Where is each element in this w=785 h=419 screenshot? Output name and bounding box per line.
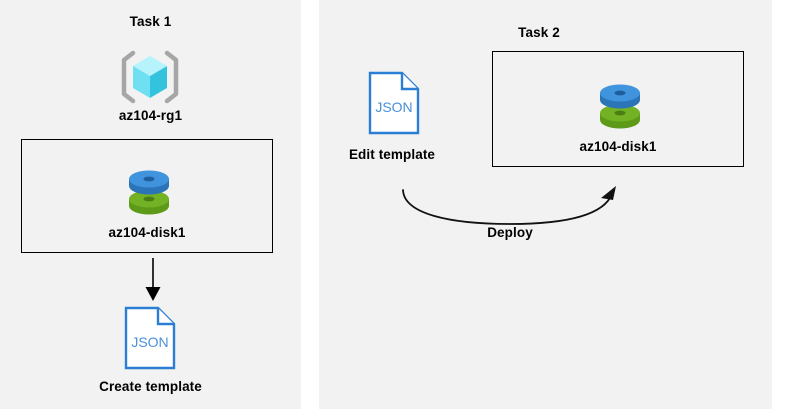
down-arrow-icon [133,256,173,304]
task1-disk-label: az104-disk1 [108,225,186,240]
task2-resource-container [492,51,744,167]
managed-disk-icon [596,82,644,134]
managed-disk-icon [125,168,173,220]
json-badge-text: JSON [375,99,412,115]
json-document-icon: JSON [124,306,176,370]
task1-panel: Task 1 az104-rg1 [0,0,301,409]
deploy-label: Deploy [487,225,533,240]
resource-group-label: az104-rg1 [118,108,183,123]
edit-template-label: Edit template [348,147,436,162]
task1-resource-container [21,139,273,253]
task2-panel: Task 2 JSON Edit template az104-disk1 [319,0,772,409]
create-template-label: Create template [99,379,202,394]
json-badge-text: JSON [131,334,168,350]
json-document-icon: JSON [368,71,420,135]
resource-group-cube-icon [119,48,181,106]
curved-arrow-icon [390,180,630,232]
task1-title: Task 1 [129,14,172,29]
task2-title: Task 2 [518,25,560,40]
task2-disk-label: az104-disk1 [579,139,657,154]
